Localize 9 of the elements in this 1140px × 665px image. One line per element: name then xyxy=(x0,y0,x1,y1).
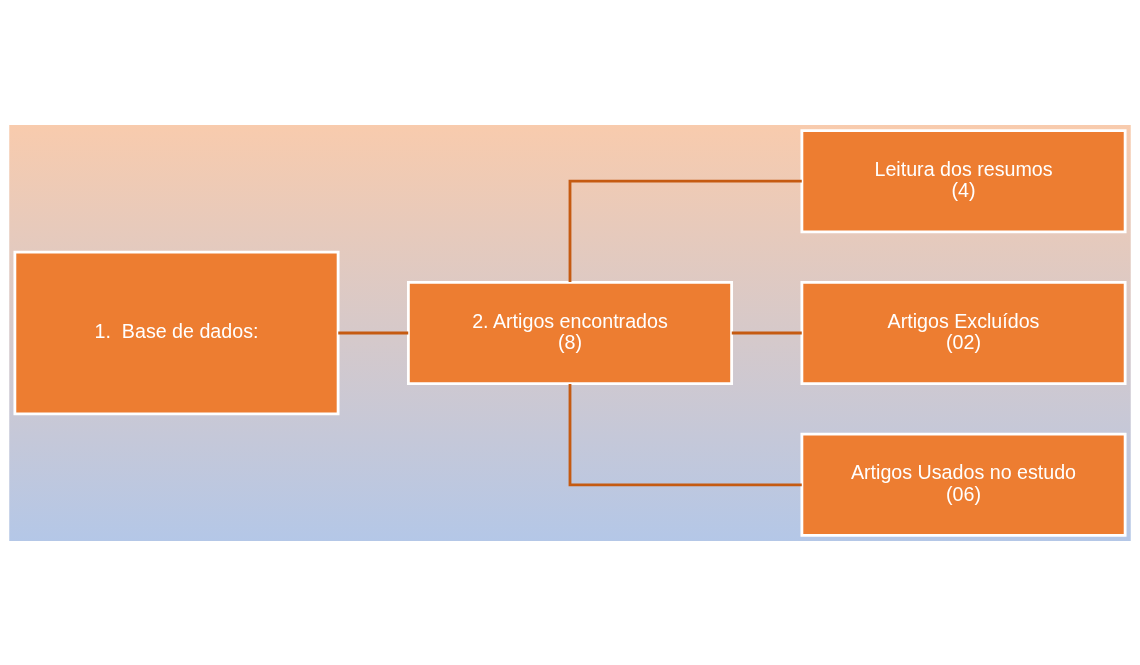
connector xyxy=(338,331,409,334)
node-box: 2. Artigos encontrados (8) xyxy=(406,280,734,385)
node-box: Artigos Usados no estudo (06) xyxy=(800,432,1127,537)
node-box: Artigos Excluídos (02) xyxy=(800,280,1127,385)
connector xyxy=(568,179,802,282)
node-box: 1. Base de dados: xyxy=(13,250,340,415)
node-box: Leitura dos resumos (4) xyxy=(800,128,1127,233)
connector xyxy=(568,383,802,486)
connector xyxy=(731,331,802,334)
